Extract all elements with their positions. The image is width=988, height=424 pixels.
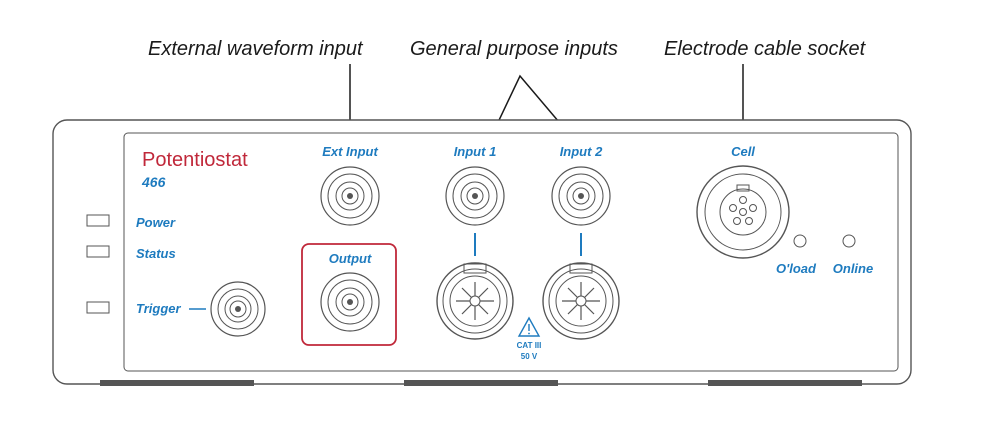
input2-bnc-connector[interactable] <box>551 166 611 226</box>
online-indicator <box>842 234 856 248</box>
input2-din-connector[interactable] <box>542 262 620 340</box>
callout-external-waveform-input: External waveform input <box>148 38 364 60</box>
output-label: Output <box>329 251 372 266</box>
ext-input-bnc-connector[interactable] <box>320 166 380 226</box>
warning-icon <box>517 316 541 337</box>
callout-general-purpose-inputs: General purpose inputs <box>410 38 618 60</box>
output-bnc-connector[interactable] <box>320 272 380 332</box>
front-panel-inset <box>123 132 899 372</box>
input1-din-connector[interactable] <box>436 262 514 340</box>
cell-socket-connector[interactable] <box>696 165 790 259</box>
trigger-label: Trigger <box>136 301 181 316</box>
cell-label: Cell <box>731 144 755 159</box>
brand-name: Potentiostat <box>142 149 248 171</box>
output-highlight-box <box>301 243 397 346</box>
oload-indicator <box>793 234 807 248</box>
power-led <box>86 214 110 227</box>
input1-label: Input 1 <box>454 144 497 159</box>
trigger-bnc-connector[interactable] <box>210 281 266 337</box>
cat-rating-label: CAT III <box>517 341 542 350</box>
input2-label: Input 2 <box>560 144 603 159</box>
input1-bnc-connector[interactable] <box>445 166 505 226</box>
model-number: 466 <box>141 174 166 190</box>
status-label: Status <box>136 246 176 261</box>
trigger-led <box>86 301 110 314</box>
status-led <box>86 245 110 258</box>
foot-left <box>100 380 254 386</box>
power-label: Power <box>136 215 176 230</box>
callout-electrode-cable-socket: Electrode cable socket <box>664 38 867 60</box>
ext-input-label: Ext Input <box>322 144 378 159</box>
online-label: Online <box>833 261 873 276</box>
foot-center <box>404 380 558 386</box>
voltage-rating-label: 50 V <box>521 352 538 361</box>
leader-lines-general-inputs <box>491 74 571 136</box>
oload-label: O'load <box>776 261 817 276</box>
foot-right <box>708 380 862 386</box>
